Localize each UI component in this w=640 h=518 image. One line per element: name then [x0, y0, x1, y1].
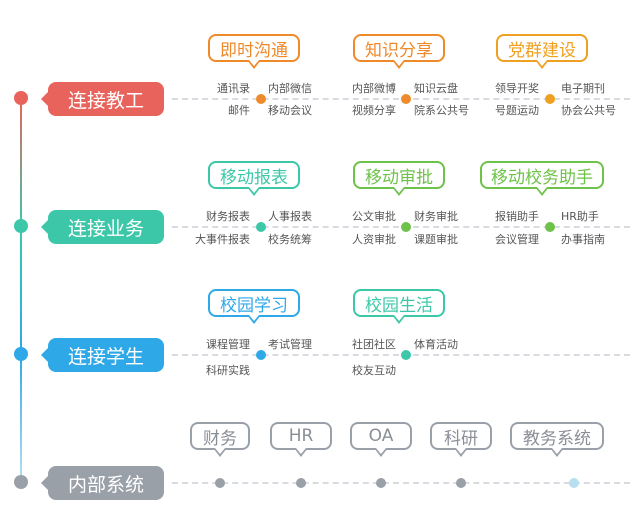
- group-node: [401, 350, 411, 360]
- group-node: [256, 222, 266, 232]
- spine-segment-1: [20, 98, 22, 226]
- system-bubble: 教务系统: [510, 422, 604, 457]
- row-tag-internal: 内部系统: [41, 466, 164, 500]
- row-dot-staff: [14, 91, 28, 105]
- group-node: [545, 94, 555, 104]
- row-tag-label: 内部系统: [67, 473, 144, 496]
- list-item: 体育活动: [414, 338, 458, 351]
- row-divider: [172, 482, 630, 484]
- spine-segment-2: [20, 226, 22, 354]
- group-node: [256, 94, 266, 104]
- list-item: 校务统筹: [268, 233, 312, 246]
- list-item: 邮件: [228, 104, 250, 117]
- group-bubble: 移动报表: [208, 161, 300, 196]
- row-tag-label: 连接教工: [67, 89, 144, 112]
- row-dot-business: [14, 219, 28, 233]
- group-node: [256, 350, 266, 360]
- list-item: 校友互动: [352, 364, 396, 377]
- list-item: 院系公共号: [414, 104, 469, 117]
- list-item: 人事报表: [268, 210, 312, 223]
- system-bubble: OA: [350, 422, 412, 457]
- group-bubble: 党群建设: [496, 34, 588, 69]
- list-item: 社团社区: [352, 338, 396, 351]
- list-item: 财务报表: [206, 210, 250, 223]
- row-tag-business: 连接业务: [41, 210, 164, 244]
- system-node: [569, 478, 579, 488]
- list-item: 电子期刊: [561, 82, 605, 95]
- row-tag-students: 连接学生: [41, 338, 164, 372]
- list-item: 办事指南: [561, 233, 605, 246]
- list-item: 通讯录: [217, 82, 250, 95]
- list-item: HR助手: [561, 210, 599, 223]
- row-dot-students: [14, 347, 28, 361]
- group-bubble: 校园学习: [208, 289, 300, 324]
- list-item: 财务审批: [414, 210, 458, 223]
- list-item: 内部微博: [352, 82, 396, 95]
- list-item: 号题运动: [495, 104, 539, 117]
- system-bubble: 财务: [190, 422, 250, 457]
- system-node: [376, 478, 386, 488]
- spine-segment-3: [20, 354, 22, 482]
- row-tag-label: 连接学生: [67, 345, 144, 368]
- list-item: 移动会议: [268, 104, 312, 117]
- system-bubble: HR: [270, 422, 332, 457]
- group-bubble: 移动校务助手: [480, 161, 604, 196]
- list-item: 协会公共号: [561, 104, 616, 117]
- list-item: 大事件报表: [195, 233, 250, 246]
- group-node: [545, 222, 555, 232]
- list-item: 会议管理: [495, 233, 539, 246]
- group-bubble: 即时沟通: [208, 34, 300, 69]
- group-node: [401, 222, 411, 232]
- group-bubble: 知识分享: [353, 34, 445, 69]
- group-bubble: 校园生活: [353, 289, 445, 324]
- list-item: 内部微信: [268, 82, 312, 95]
- row-tag-label: 连接业务: [67, 217, 144, 240]
- list-item: 课题审批: [414, 233, 458, 246]
- list-item: 报销助手: [495, 210, 539, 223]
- list-item: 人资审批: [352, 233, 396, 246]
- system-bubble: 科研: [430, 422, 492, 457]
- system-node: [456, 478, 466, 488]
- list-item: 公文审批: [352, 210, 396, 223]
- system-node: [215, 478, 225, 488]
- row-dot-internal: [14, 475, 28, 489]
- list-item: 考试管理: [268, 338, 312, 351]
- list-item: 课程管理: [206, 338, 250, 351]
- list-item: 科研实践: [206, 364, 250, 377]
- list-item: 知识云盘: [414, 82, 458, 95]
- system-node: [296, 478, 306, 488]
- group-node: [401, 94, 411, 104]
- list-item: 领导开奖: [495, 82, 539, 95]
- list-item: 视频分享: [352, 104, 396, 117]
- row-tag-staff: 连接教工: [41, 82, 164, 116]
- group-bubble: 移动审批: [353, 161, 445, 196]
